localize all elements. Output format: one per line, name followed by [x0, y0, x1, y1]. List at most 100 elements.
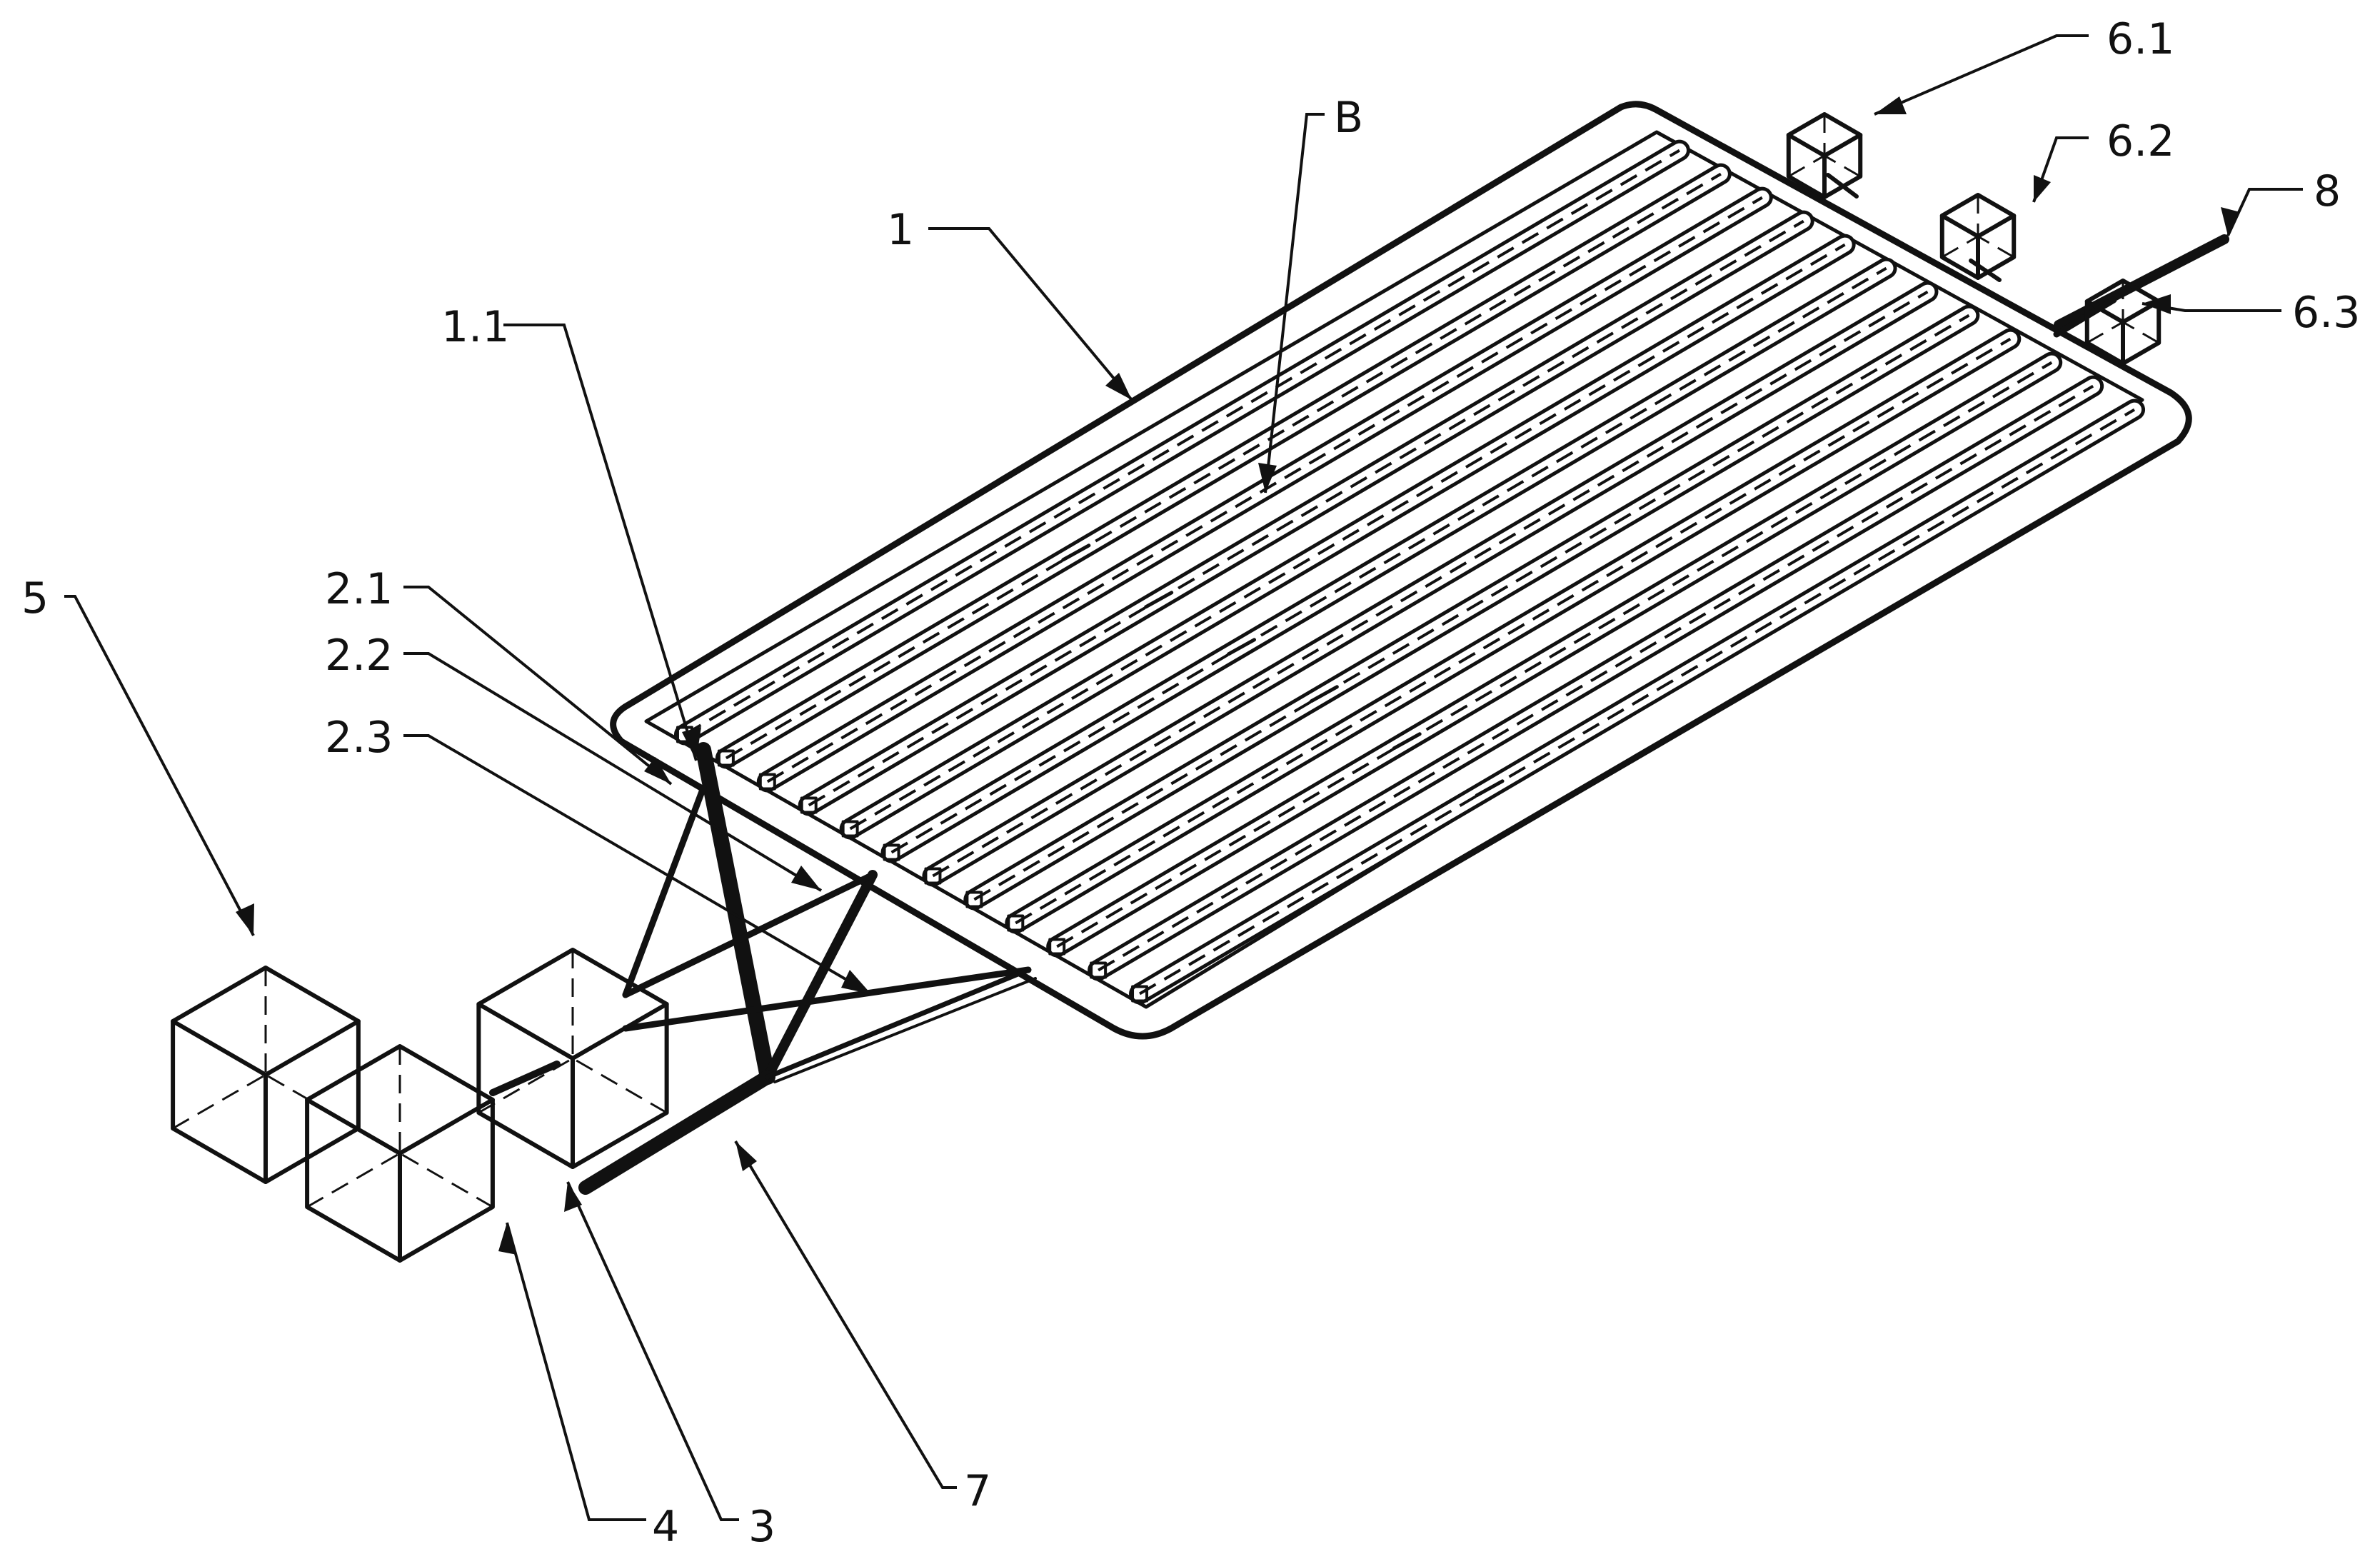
leader-2-1	[403, 586, 673, 786]
tube-fitting-10	[1048, 938, 1066, 956]
label-2-1: 2.1	[325, 564, 393, 614]
leader-2-3	[403, 734, 873, 996]
panel-inner-frame	[644, 130, 2144, 1009]
box-6-3-hidden-2	[2087, 321, 2124, 344]
box-4	[305, 1044, 495, 1263]
line-2-3	[622, 966, 1032, 1032]
box-6-1	[1786, 112, 1863, 199]
tube-fitting-2	[717, 749, 735, 767]
box-5-hidden-2	[172, 1073, 266, 1130]
tube-marker-12	[1475, 779, 1505, 798]
box-6-3	[2084, 279, 2161, 366]
label-6-1: 6.1	[2107, 14, 2174, 64]
leader-1-1	[503, 324, 698, 761]
label-1-1: 1.1	[441, 302, 509, 352]
arrow-1	[1105, 373, 1132, 400]
tube-fitting-11	[1090, 961, 1108, 979]
tube-dash-8	[973, 314, 1970, 901]
arrow-2-2	[791, 866, 821, 891]
leader-lines	[64, 34, 2303, 1521]
line-2-1	[622, 784, 707, 998]
tube-fitting-9	[1007, 914, 1025, 932]
tube-marker-4	[1144, 591, 1174, 609]
arrow-6-2	[2034, 175, 2051, 202]
tube-fitting-8	[965, 891, 983, 908]
leader-6-1	[1874, 34, 2089, 116]
leader-B	[1264, 113, 1325, 493]
arrow-8	[2221, 207, 2240, 236]
arrow-6-1	[1874, 96, 1907, 114]
piping	[489, 173, 2229, 1195]
label-4: 4	[652, 1502, 679, 1552]
brace-right	[763, 870, 878, 1082]
box-6-2-hidden-3	[1977, 235, 2014, 259]
pipe-6-2-link	[1969, 259, 2002, 282]
label-3: 3	[748, 1502, 775, 1552]
tube-dash-6	[890, 266, 1887, 854]
label-2-3: 2.3	[325, 713, 393, 763]
tube-fitting-5	[841, 820, 859, 838]
tube-fitting-4	[800, 796, 818, 814]
labels: 1 1.1 2.1 2.2 2.3 5 4 3 7 B 6.1 6.2 6.3 …	[21, 14, 2360, 1552]
leader-5	[64, 595, 255, 936]
tube-marker-2	[1061, 543, 1091, 562]
link-4-3	[489, 1061, 561, 1096]
tube-dash-5	[849, 243, 1846, 831]
label-7: 7	[964, 1466, 991, 1516]
line-2-2	[622, 871, 876, 998]
box-6-1-hidden-2	[1788, 154, 1825, 178]
tube-marker-8	[1309, 685, 1339, 703]
panel-outer-frame	[610, 101, 2192, 1040]
tube-dash-9	[1015, 337, 2012, 925]
arrow-B	[1258, 463, 1277, 493]
box-3-hidden-2	[478, 1057, 573, 1114]
leader-2-2	[403, 652, 823, 892]
box-3-hidden-3	[572, 1057, 668, 1114]
collector-panel	[610, 101, 2192, 1040]
tube-dash-10	[1056, 361, 2053, 948]
leader-7	[734, 1140, 957, 1489]
label-6-2: 6.2	[2107, 116, 2174, 166]
arrow-2-1	[644, 757, 671, 784]
label-8: 8	[2314, 166, 2341, 216]
pipe-7	[578, 1070, 775, 1195]
tube-dash-2	[725, 172, 1722, 760]
tube-marker-6	[1227, 638, 1257, 656]
line-2-3c	[773, 977, 1037, 1083]
collector-tubes	[673, 139, 2146, 1005]
leader-4	[506, 1222, 646, 1521]
tube-fitting-6	[883, 843, 900, 861]
box-6-2	[1939, 193, 2017, 280]
tube-fitting-3	[758, 773, 776, 791]
arrow-6-3	[2142, 294, 2171, 314]
tube-fitting-7	[924, 867, 942, 885]
leader-3	[566, 1181, 739, 1521]
label-B: B	[1334, 93, 1363, 143]
tube-marker-10	[1392, 732, 1422, 751]
arrow-1-1	[682, 727, 701, 761]
box-6-3-hidden-3	[2122, 321, 2159, 344]
box-4-hidden-3	[399, 1152, 493, 1208]
label-1: 1	[887, 205, 914, 255]
box-3	[476, 948, 669, 1169]
tube-fitting-12	[1131, 985, 1149, 1003]
label-6-3: 6.3	[2292, 288, 2360, 338]
tube-dash-4	[808, 219, 1804, 807]
leader-1	[928, 227, 1133, 401]
tube-markers	[1061, 543, 1505, 798]
box-6-1-hidden-3	[1824, 154, 1861, 178]
arrow-5	[236, 903, 254, 936]
line-2-3b	[765, 967, 1031, 1080]
tube-dash-12	[1139, 408, 2136, 996]
arrow-2-3	[841, 970, 871, 994]
tube-dash-7	[932, 290, 1929, 878]
label-5: 5	[21, 573, 49, 623]
arrow-7	[735, 1141, 757, 1171]
box-5	[171, 966, 361, 1184]
label-2-2: 2.2	[325, 631, 393, 681]
tube-dash-11	[1098, 384, 2094, 972]
component-boxes	[171, 112, 2161, 1263]
arrowheads	[236, 96, 2240, 1255]
